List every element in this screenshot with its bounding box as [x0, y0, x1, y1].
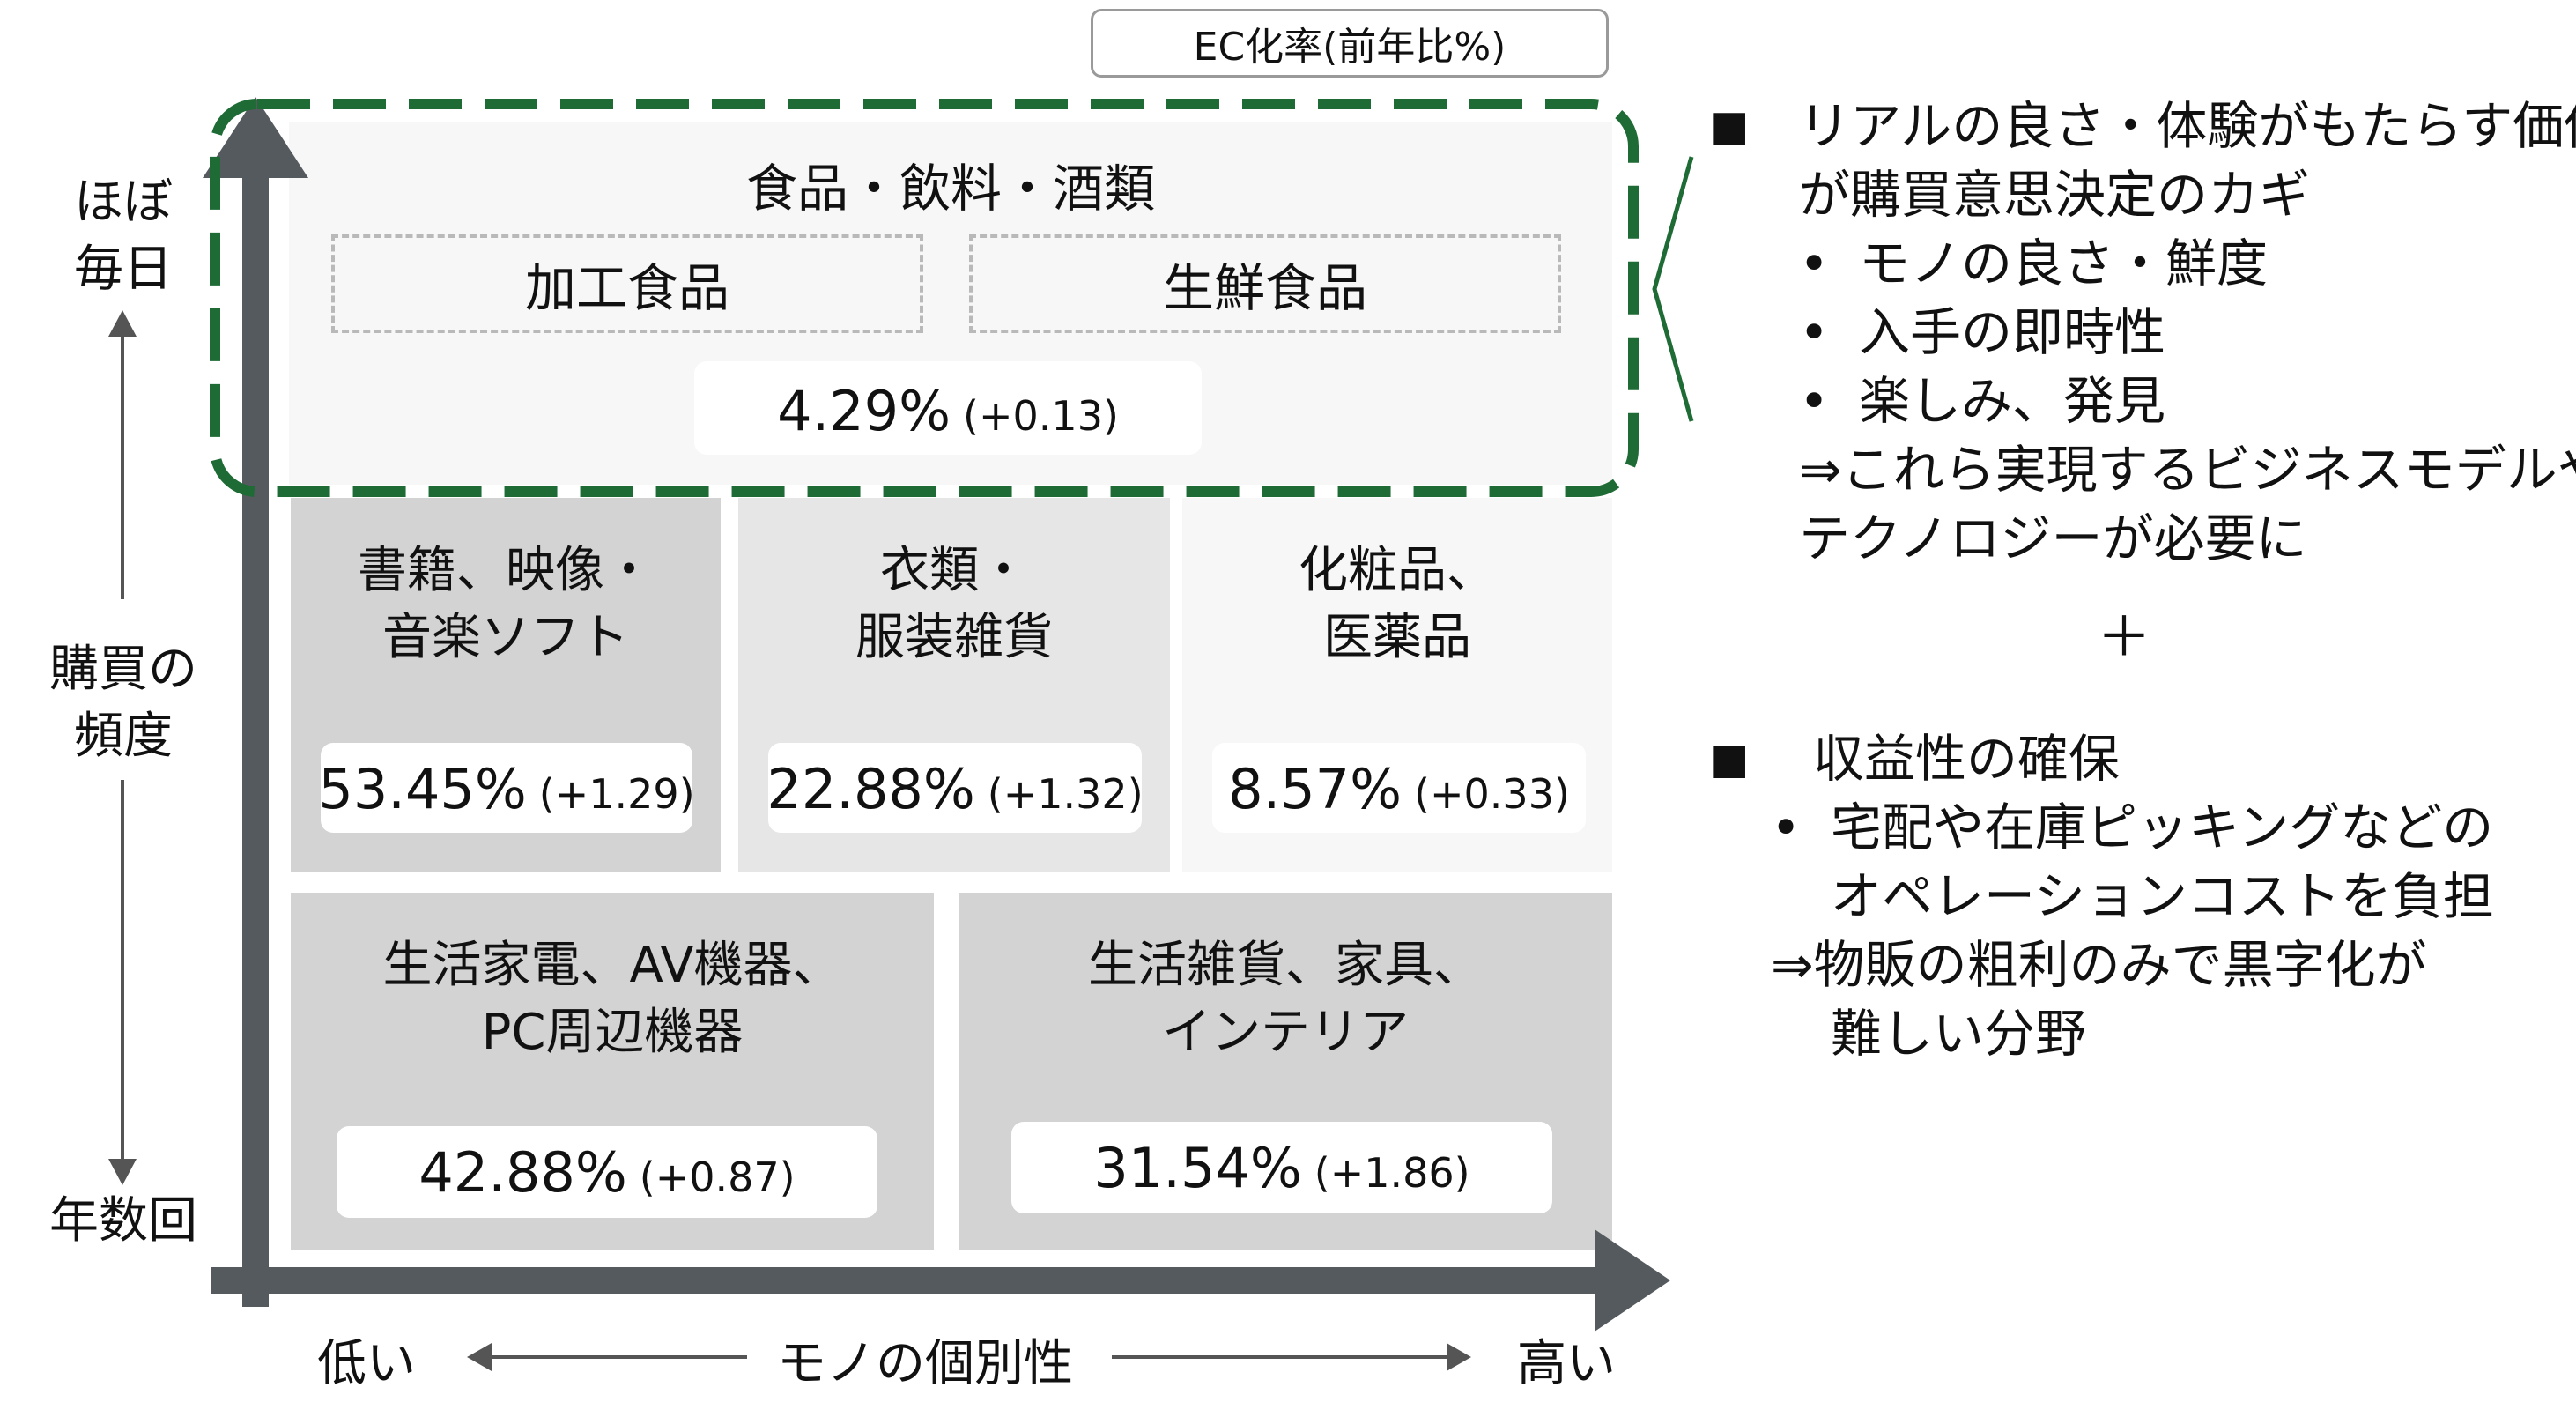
x-axis-line	[211, 1267, 1602, 1294]
sub-box-fresh-food: 生鮮食品	[969, 234, 1561, 333]
section1-bullet: ■	[1709, 101, 1750, 151]
y-arrow-down-head	[108, 1159, 137, 1185]
sub-box-fresh-food-label: 生鮮食品	[1162, 258, 1367, 318]
value-box-clothing: 22.88% (+1.32)	[766, 743, 1144, 833]
sub-box-processed-food: 加工食品	[331, 234, 923, 333]
section2-item-line2: オペレーションコストを負担	[1831, 866, 2494, 926]
x-axis-left-label: 低い	[317, 1335, 416, 1392]
household-change: (+1.86)	[1314, 1149, 1470, 1197]
section1-item-bullet-3: •	[1799, 371, 1830, 431]
cell-household-title: 生活雑貨、家具、 インテリア	[959, 932, 1612, 1066]
cosmetics-change: (+0.33)	[1414, 770, 1570, 818]
section2-item-line1: 宅配や在庫ピッキングなどの	[1831, 798, 2494, 857]
section1-item-3: 楽しみ、発見	[1859, 371, 2166, 431]
section1-item-1: モノの良さ・鮮度	[1859, 234, 2269, 293]
cell-food: 食品・飲料・酒類 加工食品 生鮮食品 4.29% (+0.13)	[289, 122, 1612, 485]
cell-books-title: 書籍、映像・ 音楽ソフト	[291, 538, 721, 671]
cell-appliances: 生活家電、AV機器、 PC周辺機器 42.88% (+0.87)	[291, 893, 934, 1250]
books-change: (+1.29)	[538, 770, 695, 818]
x-axis-arrowhead	[1595, 1229, 1670, 1332]
legend-ec-rate: EC化率(前年比%)	[1091, 9, 1609, 78]
x-axis-mid-label: モノの個別性	[777, 1335, 1073, 1392]
section1-heading-line1: リアルの良さ・体験がもたらす価値	[1799, 96, 2576, 156]
y-arrow-lower-line	[121, 780, 124, 1159]
value-box-household: 31.54% (+1.86)	[1011, 1122, 1552, 1213]
section2-item-bullet: •	[1771, 798, 1802, 857]
section1-item-bullet-2: •	[1799, 302, 1830, 362]
appliances-change: (+0.87)	[639, 1154, 796, 1201]
food-change: (+0.13)	[963, 392, 1119, 440]
cell-cosmetics-title-text: 化粧品、 医薬品	[1299, 542, 1496, 666]
section1-conclusion-line1: ⇒これら実現するビジネスモデルや	[1799, 440, 2576, 500]
cosmetics-percent: 8.57%	[1228, 757, 1403, 821]
books-percent: 53.45%	[318, 757, 527, 821]
cell-clothing-title-text: 衣類・ 服装雑貨	[855, 542, 1053, 666]
cell-appliances-title-text: 生活家電、AV機器、 PC周辺機器	[382, 937, 842, 1061]
y-axis-top-label: ほぼ 毎日	[74, 174, 173, 298]
section2-heading: 収益性の確保	[1813, 729, 2121, 789]
y-axis-line	[242, 163, 269, 1307]
cell-cosmetics: 化粧品、 医薬品 8.57% (+0.33)	[1182, 498, 1612, 872]
food-highlight-dashed-frame	[210, 99, 1639, 497]
clothing-percent: 22.88%	[766, 757, 975, 821]
plus-sign: ＋	[2097, 605, 2152, 669]
x-arrow-right-line	[1112, 1355, 1447, 1359]
legend-label: EC化率(前年比%)	[1193, 25, 1506, 70]
section2-bullet: ■	[1709, 734, 1750, 783]
cell-food-title: 食品・飲料・酒類	[745, 159, 1155, 219]
y-arrow-upper-line	[121, 326, 124, 599]
cell-household-title-text: 生活雑貨、家具、 インテリア	[1088, 937, 1483, 1061]
cell-books-title-text: 書籍、映像・ 音楽ソフト	[358, 542, 654, 666]
sub-box-processed-food-label: 加工食品	[524, 258, 729, 318]
y-axis-bottom-label: 年数回	[49, 1192, 197, 1250]
value-box-cosmetics: 8.57% (+0.33)	[1212, 743, 1586, 833]
x-arrow-left-line	[483, 1355, 747, 1359]
y-axis-mid-label: 購買の 頻度	[49, 641, 197, 765]
cell-clothing-title: 衣類・ 服装雑貨	[738, 538, 1170, 671]
household-percent: 31.54%	[1093, 1136, 1302, 1200]
y-arrow-up-head	[108, 310, 137, 337]
cell-appliances-title: 生活家電、AV機器、 PC周辺機器	[291, 932, 934, 1066]
section2-conclusion-line2: 難しい分野	[1831, 1004, 2087, 1064]
value-box-food: 4.29% (+0.13)	[694, 361, 1202, 455]
clothing-change: (+1.32)	[987, 770, 1144, 818]
x-axis-right-label: 高い	[1517, 1335, 1616, 1392]
section1-conclusion-line2: テクノロジーが必要に	[1799, 508, 2307, 568]
food-percent: 4.29%	[777, 379, 951, 443]
callout-pointer	[1652, 156, 1694, 422]
cell-clothing: 衣類・ 服装雑貨 22.88% (+1.32)	[738, 498, 1170, 872]
x-arrow-right-head	[1447, 1343, 1471, 1371]
value-box-appliances: 42.88% (+0.87)	[337, 1126, 877, 1218]
value-box-books: 53.45% (+1.29)	[318, 743, 695, 833]
appliances-percent: 42.88%	[418, 1140, 627, 1205]
notes-panel: ■ リアルの良さ・体験がもたらす価値 が購買意思決定のカギ • モノの良さ・鮮度…	[1709, 92, 2576, 1079]
cell-books: 書籍、映像・ 音楽ソフト 53.45% (+1.29)	[291, 498, 721, 872]
section1-item-2: 入手の即時性	[1859, 302, 2166, 362]
cell-household: 生活雑貨、家具、 インテリア 31.54% (+1.86)	[959, 893, 1612, 1250]
section1-item-bullet-1: •	[1799, 234, 1830, 293]
section1-heading-line2: が購買意思決定のカギ	[1799, 165, 2311, 225]
cell-cosmetics-title: 化粧品、 医薬品	[1182, 538, 1612, 671]
x-arrow-left-head	[467, 1343, 492, 1371]
section2-conclusion-line1: ⇒物販の粗利のみで黒字化が	[1771, 935, 2427, 995]
